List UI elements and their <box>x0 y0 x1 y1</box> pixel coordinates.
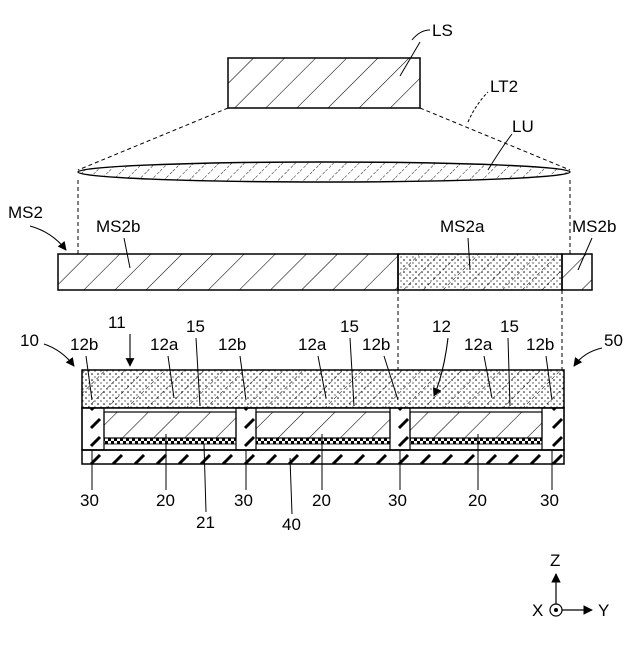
arrow-50 <box>574 348 602 366</box>
arrow-ms2 <box>30 226 66 250</box>
axis-label-z: Z <box>550 551 560 570</box>
base-40 <box>82 450 564 464</box>
layer-21-c <box>410 438 542 444</box>
laser-beam-lt2 <box>78 108 570 170</box>
label-lt2: LT2 <box>490 77 518 96</box>
label-12b-2: 12b <box>218 335 246 354</box>
label-50: 50 <box>604 331 623 350</box>
partition-30-a <box>82 408 104 450</box>
layer-21-b <box>256 438 390 444</box>
label-15-3: 15 <box>500 317 519 336</box>
label-ms2a: MS2a <box>440 217 485 236</box>
label-lu: LU <box>512 117 534 136</box>
label-10: 10 <box>20 331 39 350</box>
partition-30-b <box>236 408 256 450</box>
label-ms2: MS2 <box>8 203 43 222</box>
device-stack-50 <box>82 408 564 464</box>
axis-label-x: X <box>532 601 543 620</box>
element-20-a <box>104 412 236 438</box>
label-30-2: 30 <box>234 491 253 510</box>
label-15-1: 15 <box>186 317 205 336</box>
mask-ms2b-left <box>58 254 398 290</box>
leader-lt2 <box>468 92 488 122</box>
label-15-2: 15 <box>340 317 359 336</box>
label-ms2b-left: MS2b <box>96 217 140 236</box>
substrate-11 <box>82 370 564 408</box>
label-20-2: 20 <box>312 491 331 510</box>
label-30-4: 30 <box>540 491 559 510</box>
layer-21-a <box>104 438 236 444</box>
leader-40 <box>290 458 292 514</box>
leader-ls-curve <box>412 30 430 40</box>
element-20-b <box>256 412 390 438</box>
label-11: 11 <box>108 313 126 332</box>
lens-lu <box>78 162 570 182</box>
partition-30-d <box>542 408 564 450</box>
label-12b-4: 12b <box>526 335 554 354</box>
element-20-c <box>410 412 542 438</box>
label-30-1: 30 <box>80 491 99 510</box>
label-12a-2: 12a <box>298 335 327 354</box>
label-12a-3: 12a <box>464 335 493 354</box>
label-12b-1: 12b <box>70 335 98 354</box>
mask-ms2 <box>58 254 592 290</box>
label-12: 12 <box>432 317 451 336</box>
label-30-3: 30 <box>388 491 407 510</box>
label-40: 40 <box>282 515 301 534</box>
label-20-3: 20 <box>468 491 487 510</box>
label-ms2b-right: MS2b <box>572 217 616 236</box>
label-21: 21 <box>196 513 215 532</box>
label-12a-1: 12a <box>150 335 179 354</box>
axis-label-y: Y <box>598 601 609 620</box>
label-12b-3: 12b <box>362 335 390 354</box>
mask-ms2b-right <box>562 254 592 290</box>
label-20-1: 20 <box>156 491 175 510</box>
coordinate-axes: Z X Y <box>532 551 609 620</box>
light-source-ls <box>228 58 420 108</box>
partition-30-c <box>390 408 410 450</box>
label-ls: LS <box>432 21 453 40</box>
